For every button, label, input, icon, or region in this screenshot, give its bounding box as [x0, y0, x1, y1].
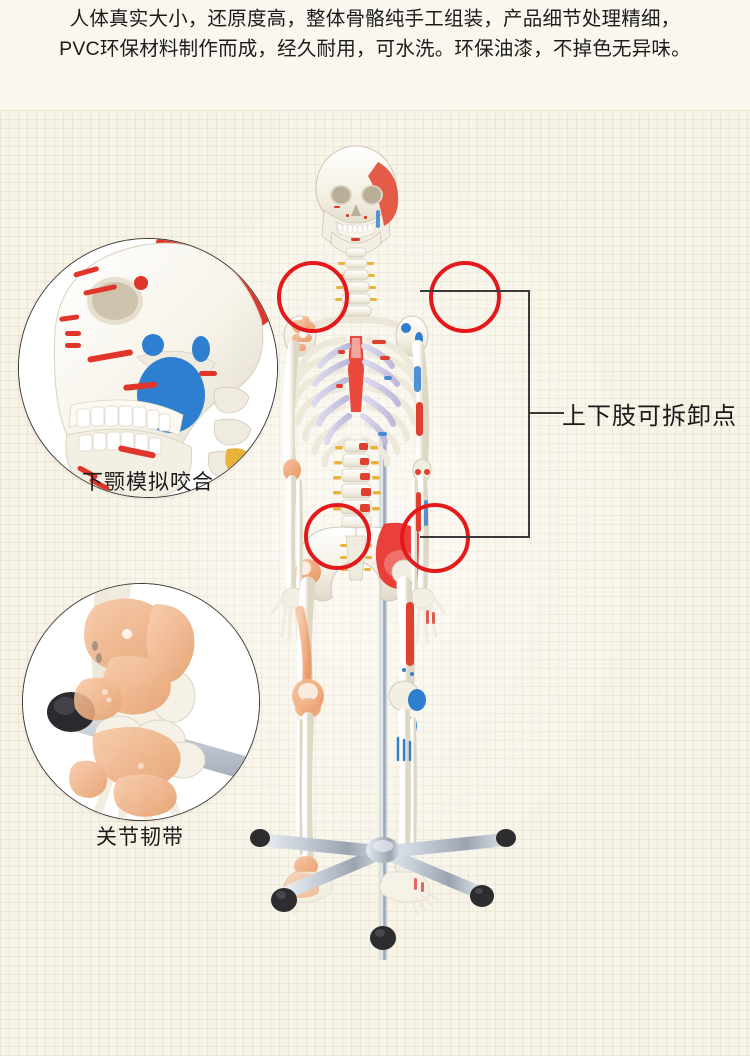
top-plain-background: [0, 0, 750, 122]
caption-ankle: 关节韧带: [96, 826, 184, 849]
bracket-spine: [528, 290, 530, 538]
marker-hip-left: [304, 503, 371, 570]
marker-shoulder-right: [429, 261, 501, 333]
bracket-stub: [528, 412, 564, 414]
bracket-bottom-arm: [420, 536, 530, 538]
cervical-spine: [335, 247, 377, 317]
caption-jaw: 下颚模拟咬合: [82, 471, 214, 494]
callout-label-limbs: 上下肢可拆卸点: [562, 403, 737, 430]
marker-shoulder-left: [277, 261, 349, 333]
product-description-text: 人体真实大小，还原度高，整体骨骼纯手工组装，产品细节处理精细，PVC环保材料制作…: [59, 8, 691, 60]
ankle-ligament-photo: [23, 584, 259, 820]
skull: [315, 145, 399, 256]
marker-hip-right: [400, 503, 470, 573]
skull-profile-photo: [19, 239, 277, 497]
human-skeleton-model: [246, 140, 526, 960]
ribcage: [290, 336, 422, 468]
detail-circle-jaw: [18, 238, 278, 498]
bracket-connector: [420, 280, 564, 550]
five-star-caster-stand: [250, 829, 516, 950]
bracket-top-arm: [420, 290, 530, 292]
detail-circle-ankle: [22, 583, 260, 821]
